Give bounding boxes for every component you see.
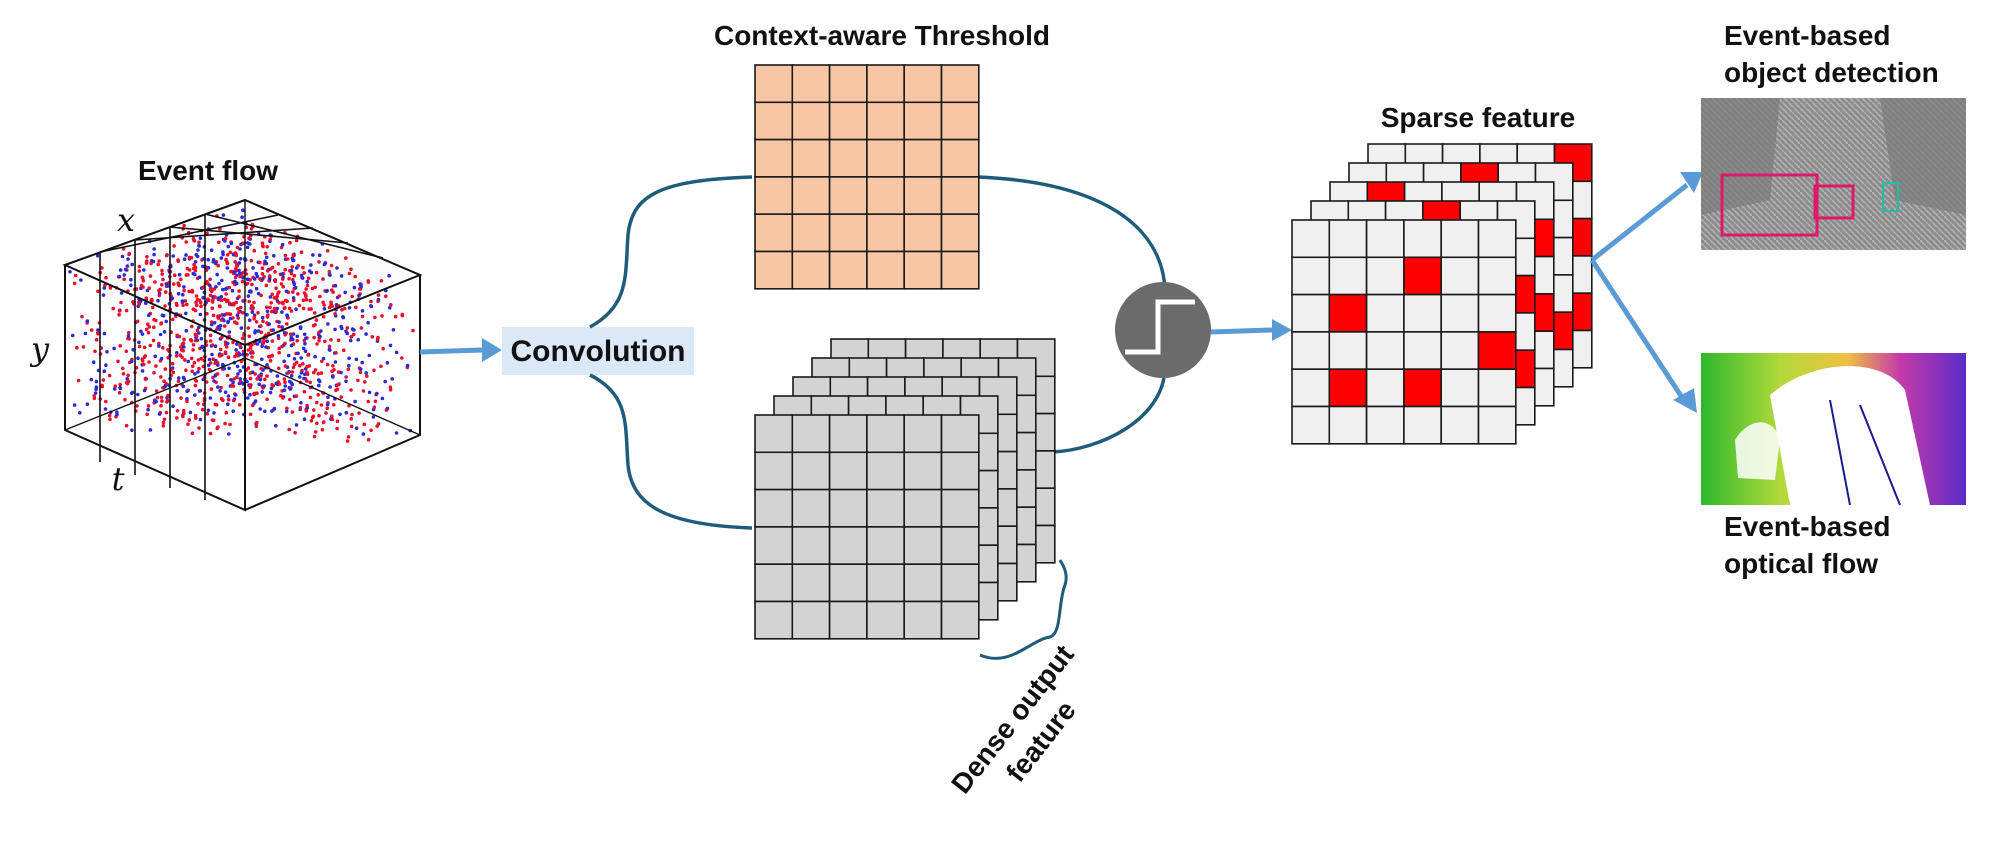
cube-outline <box>62 198 423 512</box>
curve-threshold-to-step <box>977 175 1167 291</box>
dense-layer <box>754 414 980 640</box>
object-detection-image <box>1701 98 1966 250</box>
sparse-layer <box>1291 219 1517 445</box>
convolution-box <box>502 327 694 375</box>
dense-output-label: Dense output feature <box>945 639 1082 799</box>
event-dots <box>68 208 415 443</box>
flow-curves <box>589 175 1167 530</box>
threshold-grid <box>754 64 980 290</box>
cube-slices <box>99 213 384 500</box>
threshold-cells <box>754 64 980 290</box>
step-function-icon <box>1115 282 1211 378</box>
curve-dense-to-step <box>1051 369 1167 454</box>
sparse-feature-title: Sparse feature <box>1381 102 1576 133</box>
event-flow-cube <box>62 198 423 512</box>
event-flow-label: Event flow <box>138 155 278 186</box>
curve-to-dense <box>589 373 753 530</box>
threshold-title: Context-aware Threshold <box>714 20 1050 51</box>
optical-flow-image <box>1701 353 1966 506</box>
object-detection-line1: Event-based <box>1724 20 1891 51</box>
arrow-to-sparse <box>1210 319 1292 341</box>
object-detection-line2: object detection <box>1724 57 1939 88</box>
y-axis-label: y <box>29 330 50 368</box>
x-axis-label: x <box>117 201 135 239</box>
optical-flow-line2: optical flow <box>1724 548 1878 579</box>
convolution-label: Convolution <box>511 335 686 368</box>
arrow-to-convolution <box>419 338 502 362</box>
t-axis-label: t <box>112 460 125 498</box>
curve-to-threshold <box>589 175 753 329</box>
dense-feature-stack <box>754 338 1056 640</box>
optical-flow-line1: Event-based <box>1724 511 1891 542</box>
dense-brace <box>979 559 1068 660</box>
sparse-feature-stack <box>1291 143 1593 445</box>
arrows-to-outputs <box>1589 172 1703 413</box>
